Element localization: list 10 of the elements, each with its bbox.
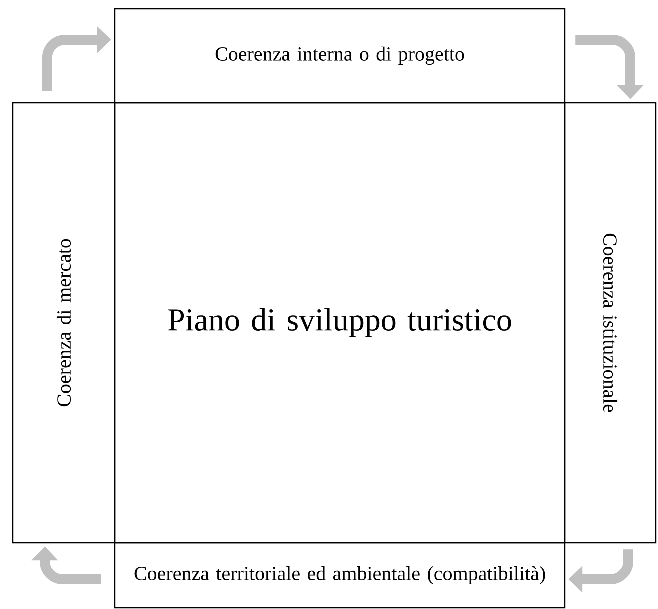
box-label: Coerenza territoriale ed ambientale (compatibilità) bbox=[134, 566, 546, 585]
box-label: Piano di sviluppo turistico bbox=[168, 308, 512, 338]
box-label: Coerenza di mercato bbox=[56, 239, 72, 407]
side-box bbox=[12, 102, 116, 544]
center-box bbox=[114, 102, 566, 544]
box-label: Coerenza istituzionale bbox=[603, 234, 618, 412]
side-box bbox=[564, 102, 657, 544]
box-label: Coerenza interna o di progetto bbox=[216, 46, 464, 66]
bottom-box bbox=[114, 542, 566, 609]
top-box bbox=[114, 8, 566, 104]
